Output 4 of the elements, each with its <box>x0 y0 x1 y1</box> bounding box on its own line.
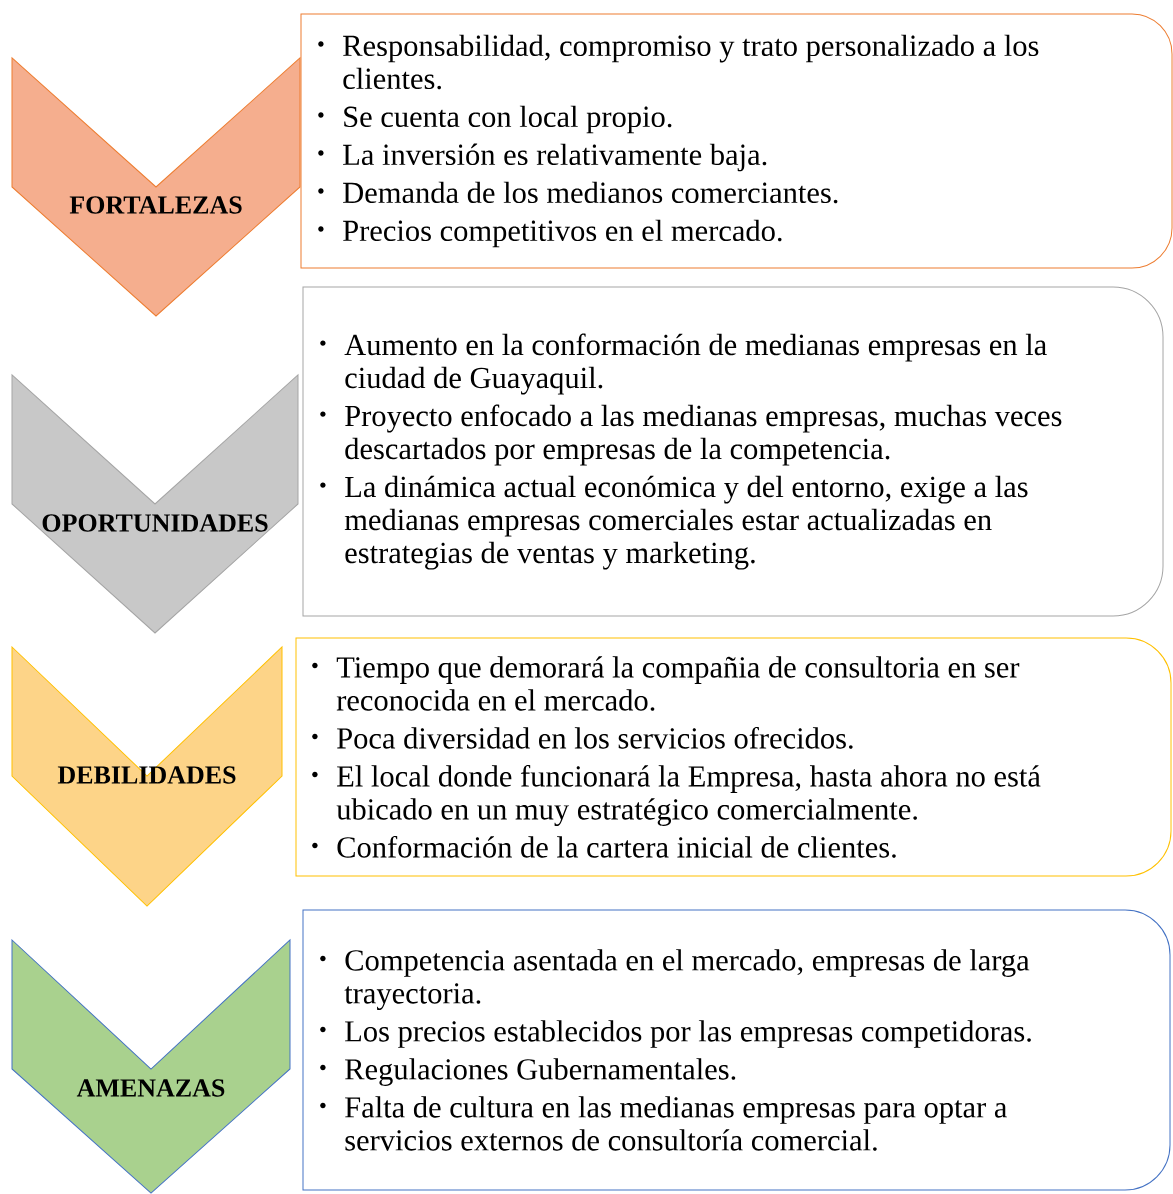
text-box: Tiempo que demorará la compañia de consultoria en ser reconocida en el mercado. Poca diversidad en los servicios ofrecidos. El local donde funcionará la Empresa, hasta ahora no está ubicado en un muy estratégico comercialmente. Conformación de la cartera inicial de clientes. <box>295 637 1172 877</box>
text-box: Aumento en la conformación de medianas empresas en la ciudad de Guayaquil. Proyecto enfocado a las medianas empresas, muchas veces descartados por empresas de la competencia. La dinámica actual económica y del entorno, exige a las medianas empresas comerciales estar actualizadas en estrategias de ventas y marketing. <box>302 286 1164 617</box>
text-box: Competencia asentada en el mercado, empresas de larga trayectoria. Los precios establecidos por las empresas competidoras. Regulaciones Gubernamentales. Falta de cultura en las medianas empresas para optar a servicios externos de consultoría comercial. <box>302 909 1171 1191</box>
text-box: Responsabilidad, compromiso y trato personalizado a los clientes. Se cuenta con local propio. La inversión es relativamente baja. Demanda de los medianos comerciantes. Precios competitivos en el mercado. <box>300 13 1173 269</box>
